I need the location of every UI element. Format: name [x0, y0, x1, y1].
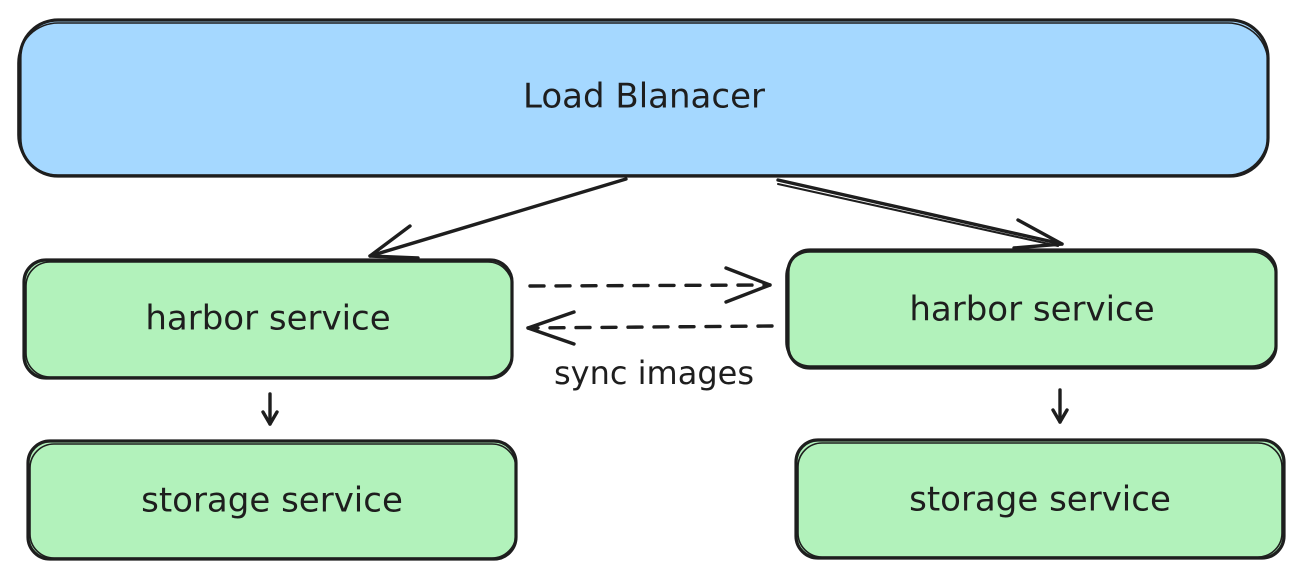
edge-lb-to-harbor-left [368, 177, 628, 260]
edge-lb-to-harbor-right [776, 178, 1064, 250]
storage-service-right-box-sketch [797, 442, 1283, 558]
harbor-service-left-box-sketch [25, 261, 513, 378]
storage-service-left-node: storage service [26, 439, 518, 561]
storage-service-right-label: storage service [909, 480, 1171, 520]
edge-harbor-left-to-storage [261, 392, 279, 426]
edge-harbor-left-to-storage-arrowhead [261, 410, 279, 426]
edge-harbor-right-to-left-arrowhead [526, 310, 576, 346]
harbor-service-right-label: harbor service [909, 290, 1154, 330]
storage-service-right-node: storage service [794, 438, 1286, 560]
load-balancer-box-sketch [17, 22, 1269, 176]
edge-lb-to-harbor-left-arrowhead [368, 224, 420, 260]
storage-service-left-label: storage service [141, 481, 403, 521]
edge-harbor-right-to-left: sync images [526, 310, 774, 392]
edge-harbor-left-to-right [528, 266, 772, 304]
edge-lb-to-harbor-left-line [368, 177, 628, 258]
storage-service-right-box [794, 438, 1286, 560]
harbor-service-right-box-sketch [785, 251, 1277, 367]
load-balancer-label: Load Blanacer [523, 77, 765, 117]
harbor-service-right-node: harbor service [785, 248, 1278, 370]
storage-service-left-box-sketch [29, 443, 517, 559]
edge-lb-to-harbor-right-line-sketch [777, 183, 1059, 247]
edge-lb-to-harbor-right-arrowhead [1012, 218, 1064, 250]
edge-lb-to-harbor-right-line [776, 178, 1064, 246]
edge-harbor-left-to-right-line [528, 283, 772, 288]
edge-sync-images-label: sync images [554, 354, 754, 392]
edge-harbor-right-to-storage [1051, 388, 1069, 424]
harbor-service-left-node: harbor service [22, 258, 514, 380]
load-balancer-node: Load Blanacer [17, 18, 1270, 178]
edge-harbor-left-to-right-arrowhead [724, 266, 772, 304]
harbor-service-left-label: harbor service [145, 299, 390, 339]
edge-harbor-right-to-storage-arrowhead [1051, 408, 1069, 424]
edge-harbor-right-to-left-line [526, 324, 774, 330]
